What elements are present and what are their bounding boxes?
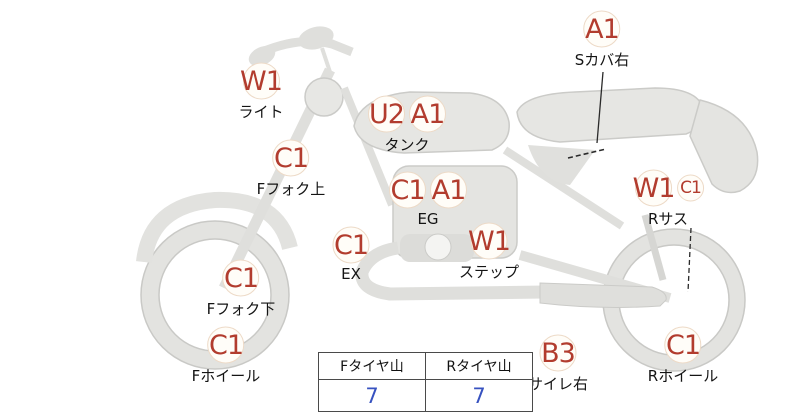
marker-engine: C1 A1 EG <box>388 171 469 229</box>
marker-codes: C1 <box>192 326 261 364</box>
condition-code: B3 <box>538 334 578 372</box>
condition-code: C1 <box>271 139 311 177</box>
marker-codes: C1 <box>207 259 276 297</box>
marker-label: Fフォク上 <box>256 180 326 198</box>
mirror-stalk <box>320 47 332 73</box>
marker-label: Rサス <box>647 210 689 228</box>
headlight <box>304 77 344 117</box>
marker-codes: C1 <box>331 226 371 264</box>
pointer-line-s-cover-right <box>567 71 607 159</box>
frame-rear <box>502 146 625 230</box>
marker-label: Rホイール <box>647 367 719 385</box>
marker-step: W1 ステップ <box>459 222 519 282</box>
marker-label: EG <box>417 210 439 228</box>
marker-codes: W1 <box>459 222 519 260</box>
marker-codes: W1 C1 <box>632 169 705 207</box>
exhaust-muffler <box>539 282 667 308</box>
marker-f-fork-lower: C1 Fフォク下 <box>207 259 276 319</box>
marker-codes: W1 <box>238 62 283 100</box>
seat <box>516 87 705 143</box>
marker-label: ステップ <box>458 263 520 281</box>
rear-shock <box>641 214 667 281</box>
frame-downtube <box>340 86 396 207</box>
condition-code: C1 <box>388 171 428 209</box>
marker-tank: U2 A1 タンク <box>367 95 448 155</box>
marker-exhaust: C1 EX <box>331 226 371 284</box>
condition-code: C1 <box>206 326 246 364</box>
condition-code: W1 <box>632 169 676 207</box>
marker-headlight: W1 ライト <box>238 62 283 122</box>
tire-tread-header-rear: Rタイヤ山 <box>425 352 533 380</box>
marker-f-wheel: C1 Fホイール <box>192 326 261 386</box>
marker-silencer-right: B3 サイレ右 <box>528 334 588 394</box>
marker-r-suspension: W1 C1 Rサス <box>632 169 705 229</box>
marker-label: Fホイール <box>191 367 261 385</box>
marker-label: ライト <box>238 103 284 121</box>
condition-code: A1 <box>408 95 448 133</box>
condition-code: A1 <box>429 171 469 209</box>
mirror <box>298 26 334 50</box>
side-cover <box>528 145 595 185</box>
marker-codes: B3 <box>528 334 588 372</box>
condition-code: C1 <box>221 259 261 297</box>
marker-label: Fフォク下 <box>206 300 276 318</box>
tire-tread-value-front: 7 <box>318 379 426 412</box>
marker-codes: C1 A1 <box>388 171 469 209</box>
condition-code: C1 <box>663 326 703 364</box>
marker-codes: C1 <box>648 326 718 364</box>
condition-code: W1 <box>467 222 511 260</box>
exhaust-pipe <box>355 241 546 301</box>
condition-code: A1 <box>582 10 622 48</box>
condition-code: U2 <box>367 95 407 133</box>
tire-tread-table: Fタイヤ山 Rタイヤ山 7 7 <box>318 352 533 412</box>
marker-f-fork-upper: C1 Fフォク上 <box>257 139 326 199</box>
marker-label: サイレ右 <box>527 375 589 393</box>
pointer-dash-r-suspension <box>687 227 692 293</box>
tire-tread-header-front: Fタイヤ山 <box>318 352 426 380</box>
marker-s-cover-right: A1 Sカバ右 <box>575 10 630 70</box>
front-fender <box>136 191 298 264</box>
marker-label: タンク <box>384 136 430 154</box>
condition-code: C1 <box>331 226 371 264</box>
condition-code: C1 <box>676 175 704 201</box>
tail-fender <box>689 99 759 194</box>
marker-label: EX <box>341 265 361 283</box>
marker-codes: C1 <box>257 139 326 177</box>
condition-code: W1 <box>239 62 283 100</box>
marker-codes: A1 <box>575 10 630 48</box>
marker-label: Sカバ右 <box>574 51 630 69</box>
marker-codes: U2 A1 <box>367 95 448 133</box>
tire-tread-value-rear: 7 <box>425 379 533 412</box>
marker-r-wheel: C1 Rホイール <box>648 326 718 386</box>
